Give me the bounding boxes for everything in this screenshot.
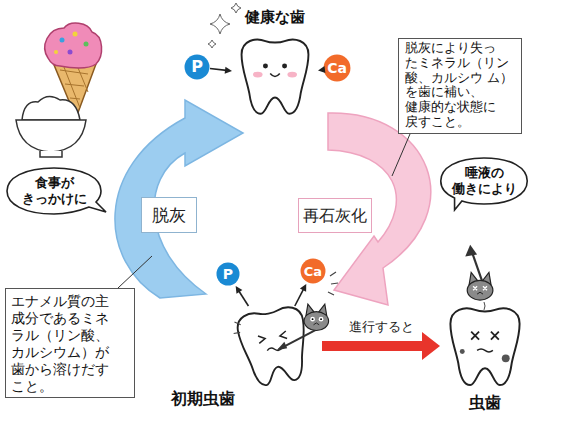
definition-box: 脱灰により失っ たミネラル（リン 酸、カルシウ ム）を歯に補い、 健康的な状態に… bbox=[398, 38, 522, 134]
speech-bubble: 唾液の 働きにより bbox=[438, 156, 530, 206]
tooth-shape bbox=[440, 304, 530, 388]
node-text: Ca bbox=[327, 61, 347, 75]
germ-pick-head bbox=[277, 342, 287, 350]
tooth-cheek bbox=[287, 72, 297, 78]
sprinkle bbox=[73, 32, 78, 37]
leader-line bbox=[392, 134, 410, 176]
germ-stick-head bbox=[465, 245, 477, 257]
arrow-head bbox=[225, 67, 232, 74]
tooth-cheek bbox=[253, 72, 263, 78]
process-label: 再石灰化 bbox=[298, 198, 372, 233]
definition-box: エナメル質の主 成分であるミネ ラル（リン酸、 カルシウム）が 歯から溶けだす … bbox=[5, 288, 135, 398]
node-text: Ca bbox=[304, 265, 322, 278]
arrow-connector bbox=[210, 67, 232, 74]
sparkle bbox=[210, 14, 230, 34]
mineral-circle: P bbox=[216, 262, 240, 286]
sprinkle bbox=[54, 50, 58, 54]
node-text: 初期虫歯 bbox=[160, 388, 246, 410]
germ-mouth bbox=[314, 323, 320, 325]
mineral-circle: Ca bbox=[323, 54, 351, 82]
germ-mouth bbox=[477, 292, 483, 294]
motion-mark bbox=[232, 321, 242, 334]
connector-line bbox=[322, 341, 426, 351]
germ-eye bbox=[319, 317, 324, 322]
node-text: 唾液の 働きにより bbox=[444, 165, 524, 197]
arrow-connector bbox=[322, 332, 440, 360]
leader-line bbox=[118, 256, 152, 288]
motion-mark bbox=[328, 272, 338, 295]
mineral-disc bbox=[216, 262, 239, 285]
germ-pupil bbox=[312, 318, 314, 320]
motion-mark bbox=[484, 302, 486, 310]
tooth-outline bbox=[235, 305, 313, 388]
mineral-disc bbox=[185, 55, 210, 80]
connector-line bbox=[239, 291, 249, 306]
tooth-eyes bbox=[471, 332, 499, 340]
bubble-outline bbox=[7, 168, 106, 214]
speech-bubble: 食事が きっかけに bbox=[4, 166, 104, 216]
arrow-connector bbox=[295, 284, 306, 306]
node-text: P bbox=[191, 59, 203, 75]
cavity-spot bbox=[460, 349, 465, 354]
tooth-node: 健康な歯 bbox=[232, 34, 318, 118]
germ-body bbox=[304, 312, 328, 331]
ice-cream-scoop bbox=[45, 23, 102, 68]
germ-character bbox=[467, 272, 493, 300]
arrow-head bbox=[422, 332, 440, 360]
node-text: エナメル質の主 成分であるミネ ラル（リン酸、 カルシウム）が 歯から溶けだす … bbox=[11, 293, 129, 395]
germ-pupil bbox=[320, 318, 322, 320]
tooth-eyes bbox=[258, 331, 287, 343]
arrow-connector bbox=[318, 66, 325, 73]
germ-eyes bbox=[473, 286, 487, 290]
tooth-eye bbox=[282, 63, 287, 68]
tooth-shape bbox=[226, 306, 322, 386]
mineral-circle: Ca bbox=[300, 258, 326, 284]
rice-bowl bbox=[16, 120, 86, 152]
tooth-mouth bbox=[477, 349, 493, 352]
sprinkle bbox=[60, 38, 65, 43]
node-text: 脱灰により失っ たミネラル（リン 酸、カルシウ ム）を歯に補い、 健康的な状態に… bbox=[405, 41, 515, 130]
tooth-eye bbox=[263, 63, 268, 68]
sparkle bbox=[231, 3, 241, 13]
sprinkle bbox=[68, 50, 73, 55]
cavity-spot bbox=[502, 354, 510, 362]
connector-line bbox=[322, 69, 324, 71]
rice-bowl-foot bbox=[40, 151, 62, 157]
arrow-head bbox=[300, 284, 306, 292]
connector-line bbox=[295, 289, 304, 306]
tooth-shape bbox=[232, 34, 318, 118]
tooth-node: 虫歯 bbox=[440, 304, 530, 388]
node-text: 健康な歯 bbox=[212, 7, 338, 27]
germ-character bbox=[304, 304, 328, 330]
germ-eye bbox=[310, 317, 315, 322]
sparkle bbox=[208, 40, 216, 48]
tooth-outline bbox=[242, 40, 309, 114]
node-text: P bbox=[223, 267, 233, 281]
tooth-mouth bbox=[270, 74, 280, 77]
bubble-outline bbox=[441, 158, 527, 210]
sprinkle bbox=[84, 42, 89, 47]
mineral-disc bbox=[324, 55, 351, 82]
arrow-head bbox=[236, 286, 243, 294]
process-label: 脱灰 bbox=[141, 197, 197, 233]
node-text: 食事が きっかけに bbox=[14, 175, 94, 207]
arrow-connector bbox=[236, 286, 249, 306]
mineral-disc bbox=[301, 259, 326, 284]
connector-line bbox=[210, 69, 226, 71]
mineral-circle: P bbox=[184, 54, 210, 80]
cycle-arrow-blue bbox=[115, 100, 243, 298]
tooth-outline bbox=[450, 308, 519, 385]
arrow-head bbox=[318, 66, 325, 73]
node-text: 虫歯 bbox=[440, 392, 530, 414]
tooth-node: 初期虫歯 bbox=[226, 306, 322, 386]
germ-body bbox=[467, 280, 493, 300]
edge-label: 進行すると bbox=[349, 319, 414, 335]
rice bbox=[22, 96, 80, 120]
node-text: 脱灰 bbox=[152, 207, 186, 224]
node-text: 再石灰化 bbox=[303, 208, 367, 224]
tooth-tilted bbox=[231, 305, 313, 389]
